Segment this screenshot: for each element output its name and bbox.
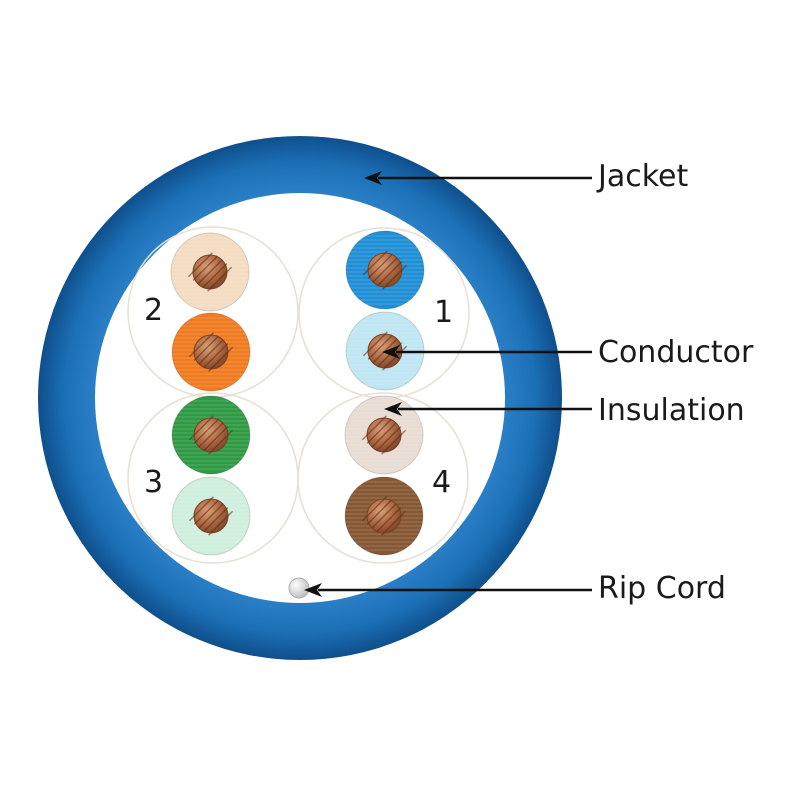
conductor-strand (366, 499, 392, 525)
pair-boundary (297, 392, 469, 564)
conductor-strand (372, 257, 398, 283)
conductor-strand (367, 253, 393, 279)
conductor-strand (377, 261, 403, 287)
wire-white-green (171, 476, 251, 556)
wire-white-orange (170, 232, 250, 312)
label-rip-cord: Rip Cord (598, 571, 726, 606)
pair-number-4: 4 (432, 465, 451, 500)
conductor-strand (208, 510, 234, 536)
conductor-strand (193, 499, 219, 525)
conductor-strand (192, 255, 218, 281)
leader-conductor (382, 345, 592, 359)
label-insulation: Insulation (598, 393, 745, 428)
leader-arrow-icon (304, 583, 322, 597)
conductor-strand (188, 415, 214, 441)
conductor-strand (203, 426, 229, 452)
wire-brown (344, 476, 424, 556)
conductor-strand (198, 339, 224, 365)
conductor-strand (362, 250, 388, 276)
conductor-strand (362, 331, 388, 357)
leader-insulation (384, 402, 592, 416)
wire-blue (345, 230, 425, 310)
wire-orange (171, 312, 251, 392)
conductor-strand (382, 264, 408, 290)
pair-number-1: 1 (434, 295, 453, 330)
pair-1 (298, 227, 470, 399)
conductor-strand (382, 345, 408, 371)
pair-3 (127, 392, 299, 564)
conductor-strand (187, 252, 213, 278)
pair-number-2: 2 (144, 293, 163, 328)
conductor-strand (208, 429, 234, 455)
wire-green (171, 395, 251, 475)
conductor-strand (188, 332, 214, 358)
twisted-pairs (127, 226, 470, 564)
pair-2 (127, 226, 299, 398)
conductor-strand (193, 418, 219, 444)
conductor-strand (197, 259, 223, 285)
conductor-strand (207, 266, 233, 292)
conductor-strand (208, 346, 234, 372)
conductor-strand (366, 418, 392, 444)
conductor-strand (198, 503, 224, 529)
conductor-strand (381, 429, 407, 455)
leader-jacket (364, 171, 592, 185)
rip-cord (288, 577, 310, 599)
label-conductor: Conductor (598, 335, 754, 370)
conductor-strand (381, 510, 407, 536)
conductor-strand (202, 263, 228, 289)
label-jacket: Jacket (596, 159, 688, 194)
conductor-strand (198, 422, 224, 448)
pair-number-3: 3 (144, 465, 163, 500)
leader-arrow-icon (364, 171, 382, 185)
conductor-strand (203, 507, 229, 533)
conductor-strand (376, 507, 402, 533)
conductor-strand (371, 503, 397, 529)
leader-arrow-icon (382, 345, 400, 359)
conductor-strand (376, 426, 402, 452)
conductor-strand (188, 496, 214, 522)
wire-white-brown (344, 395, 424, 475)
conductor-strand (367, 334, 393, 360)
conductor-strand (193, 335, 219, 361)
pair-4 (297, 392, 469, 564)
conductor-strand (361, 415, 387, 441)
leader-rip-cord (304, 583, 592, 597)
conductor-strand (203, 343, 229, 369)
conductor-strand (361, 496, 387, 522)
leader-arrow-icon (384, 402, 402, 416)
conductor-strand (371, 422, 397, 448)
